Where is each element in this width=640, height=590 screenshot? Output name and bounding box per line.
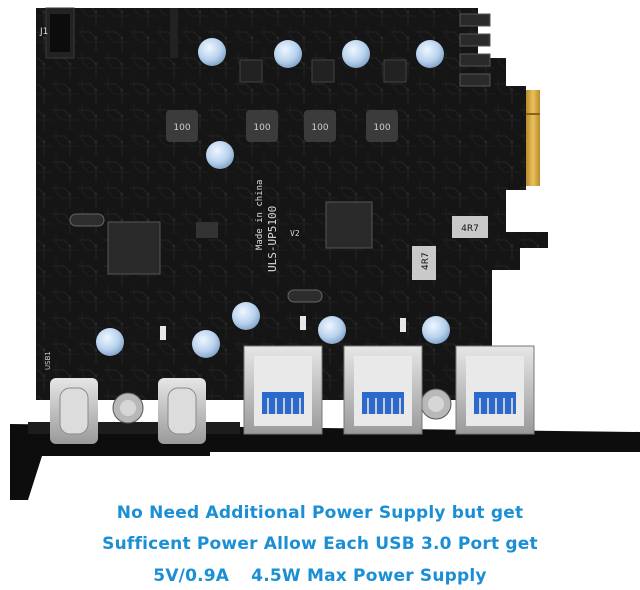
pcie-gold-fingers — [526, 90, 540, 186]
usb-controller-chips — [107, 201, 373, 275]
caption-line-3: 5V/0.9A 4.5W Max Power Supply — [0, 566, 640, 586]
caption-line-3-power: 4.5W Max Power Supply — [251, 566, 487, 586]
model-code: ULS-UP5100 — [266, 206, 279, 272]
caption-line-2: Sufficent Power Allow Each USB 3.0 Port … — [102, 534, 538, 554]
crystal-oscillator — [69, 213, 323, 303]
electrolytic-capacitors-top — [198, 38, 444, 169]
caption-line-1: No Need Additional Power Supply but get — [116, 503, 524, 523]
pci-bracket — [10, 422, 640, 500]
screw-icon — [112, 392, 144, 424]
usb-c-port — [158, 378, 206, 444]
electrolytic-capacitors-bottom — [96, 302, 450, 358]
usb-a-port — [343, 345, 423, 435]
status-leds — [160, 316, 406, 340]
shunt-resistors — [412, 216, 488, 280]
screw-icon — [420, 388, 452, 420]
inductor-mark: 100 — [253, 123, 270, 133]
inductor-mark: 100 — [373, 123, 390, 133]
made-in-marking: Made in china — [255, 180, 265, 250]
resistor-mark: 4R7 — [461, 224, 479, 234]
usb-a-port — [243, 345, 323, 435]
resistor-mark: 4R7 — [421, 252, 431, 270]
connector-label: J1 — [39, 27, 48, 37]
internal-usb-header — [45, 7, 178, 59]
pcb-board — [36, 8, 548, 400]
usb-a-port — [455, 345, 535, 435]
inductor-mark: 100 — [311, 123, 328, 133]
caption-line-3-voltage: 5V/0.9A — [153, 566, 230, 586]
port-label: USB1 — [44, 351, 52, 370]
usb-c-port — [50, 378, 98, 444]
version-mark: V2 — [290, 229, 300, 238]
power-inductors — [166, 110, 398, 142]
smd-regulators — [239, 59, 407, 83]
smd-diodes — [459, 13, 491, 87]
inductor-mark: 100 — [173, 123, 190, 133]
